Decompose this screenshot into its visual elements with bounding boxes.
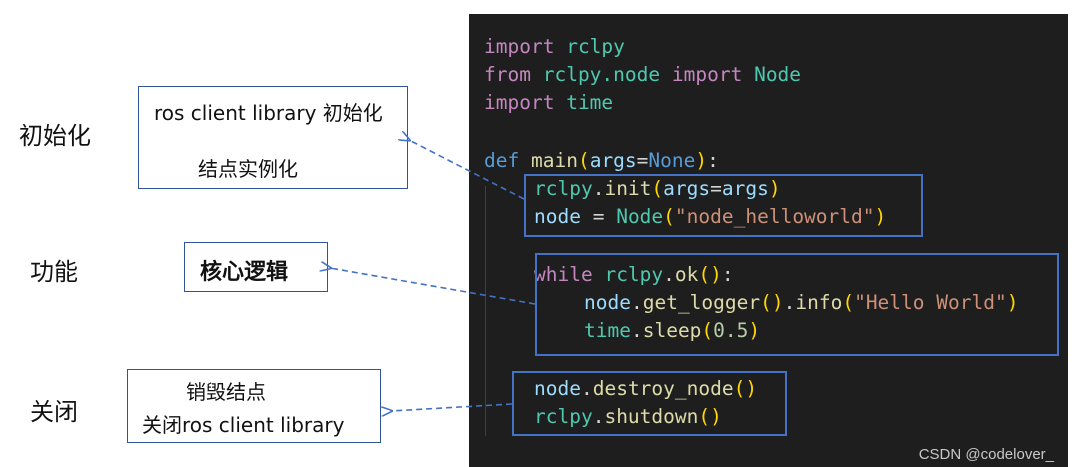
logic-highlight-box [535,253,1059,356]
code-line-5: rclpy.init(args=args) [534,177,781,200]
close-note-box: 销毁结点 关闭ros client library [127,369,381,443]
init-highlight-box [524,174,923,237]
code-panel: import rclpy from rclpy.node import Node… [469,14,1068,467]
code-line-1: import rclpy [484,35,625,58]
close-highlight-box [512,371,787,436]
label-function: 功能 [30,258,78,286]
close-note-line1: 销毁结点 [186,380,266,404]
label-close: 关闭 [30,398,78,426]
code-line-9: time.sleep(0.5) [584,319,761,342]
arrow-init [409,140,525,200]
code-line-2: from rclpy.node import Node [484,63,802,86]
function-note-line1: 核心逻辑 [200,260,289,285]
watermark: CSDN @codelover_ [918,446,1054,463]
close-note-line2: 关闭ros client library [142,413,345,437]
code-line-11: rclpy.shutdown() [534,405,722,428]
arrow-close [391,403,513,411]
init-note-line1: ros client library 初始化 [154,101,383,125]
indent-guide-1 [485,186,486,436]
code-line-3: import time [484,91,614,114]
arrow-function [330,268,536,305]
code-line-10: node.destroy_node() [534,377,758,400]
label-init: 初始化 [19,122,91,150]
code-line-6: node = Node("node_helloworld") [534,205,887,228]
code-line-4: def main(args=None): [484,149,719,172]
code-line-7: while rclpy.ok(): [534,263,734,286]
code-line-8: node.get_logger().info("Hello World") [584,291,1019,314]
init-note-line2: 结点实例化 [198,157,298,181]
